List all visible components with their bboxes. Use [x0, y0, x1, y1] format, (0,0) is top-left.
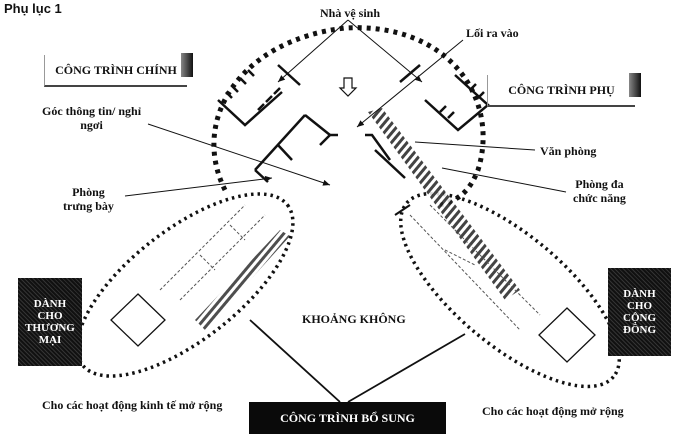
main-building-box: CÔNG TRÌNH CHÍNH: [44, 53, 193, 87]
community-line: CỘNG: [623, 312, 656, 324]
right-zone-boundary: [398, 191, 622, 389]
right-wing-rooms: [409, 204, 541, 331]
label-extended-activities: Cho các hoạt động mở rộng: [482, 404, 624, 418]
left-diamond-pavilion: [110, 293, 166, 347]
label-entrance: Lối ra vào: [466, 26, 519, 40]
central-zone-boundary: [211, 25, 486, 208]
commercial-line: MẠI: [38, 334, 62, 346]
hatched-wall-right: [368, 108, 520, 300]
commercial-box: DÀNH CHO THƯƠNG MẠI: [18, 278, 82, 366]
commercial-line: THƯƠNG: [25, 322, 75, 334]
label-multipurpose: Phòng đa chức năng: [573, 177, 626, 205]
right-restroom-block: [399, 64, 490, 132]
left-wing-rooms: [159, 204, 266, 301]
label-showroom: Phòng trưng bày: [63, 185, 114, 213]
label-office: Văn phòng: [540, 144, 597, 158]
community-line: ĐỒNG: [623, 324, 656, 336]
label-multipurpose-line2: chức năng: [573, 191, 626, 205]
label-multipurpose-line1: Phòng đa: [575, 177, 624, 191]
label-info-corner-line1: Góc thông tin/ nghỉ: [42, 104, 142, 118]
label-restroom: Nhà vệ sinh: [320, 6, 381, 20]
box-tab-decoration: [629, 73, 641, 97]
community-line: CHO: [626, 300, 653, 312]
label-economic-activities: Cho các hoạt động kinh tế mở rộng: [42, 398, 223, 412]
additional-building-box: CÔNG TRÌNH BỔ SUNG: [249, 402, 446, 434]
commercial-line: DÀNH: [33, 298, 67, 310]
left-restroom-block: [217, 64, 301, 127]
label-showroom-line2: trưng bày: [63, 199, 114, 213]
additional-building-label: CÔNG TRÌNH BỔ SUNG: [280, 410, 415, 425]
down-arrow-icon: [338, 77, 358, 97]
box-tab-decoration: [181, 53, 193, 77]
right-diamond-pavilion: [538, 307, 596, 363]
page-title: Phụ lục 1: [4, 1, 62, 16]
community-line: DÀNH: [623, 288, 656, 300]
label-open-space: KHOẢNG KHÔNG: [302, 312, 406, 326]
commercial-line: CHO: [37, 310, 63, 322]
left-zone-boundary: [75, 192, 295, 378]
label-showroom-line1: Phòng: [72, 185, 105, 199]
label-info-corner-line2: ngơi: [80, 118, 103, 132]
secondary-building-box: CÔNG TRÌNH PHỤ: [487, 73, 641, 107]
central-corridors: [254, 114, 406, 183]
secondary-building-label: CÔNG TRÌNH PHỤ: [508, 82, 615, 97]
hatched-wall-left: [195, 230, 290, 330]
community-box: DÀNH CHO CỘNG ĐỒNG: [608, 268, 671, 356]
label-info-corner: Góc thông tin/ nghỉ ngơi: [42, 104, 141, 132]
leader-lines: [124, 19, 567, 403]
main-building-label: CÔNG TRÌNH CHÍNH: [55, 62, 177, 77]
